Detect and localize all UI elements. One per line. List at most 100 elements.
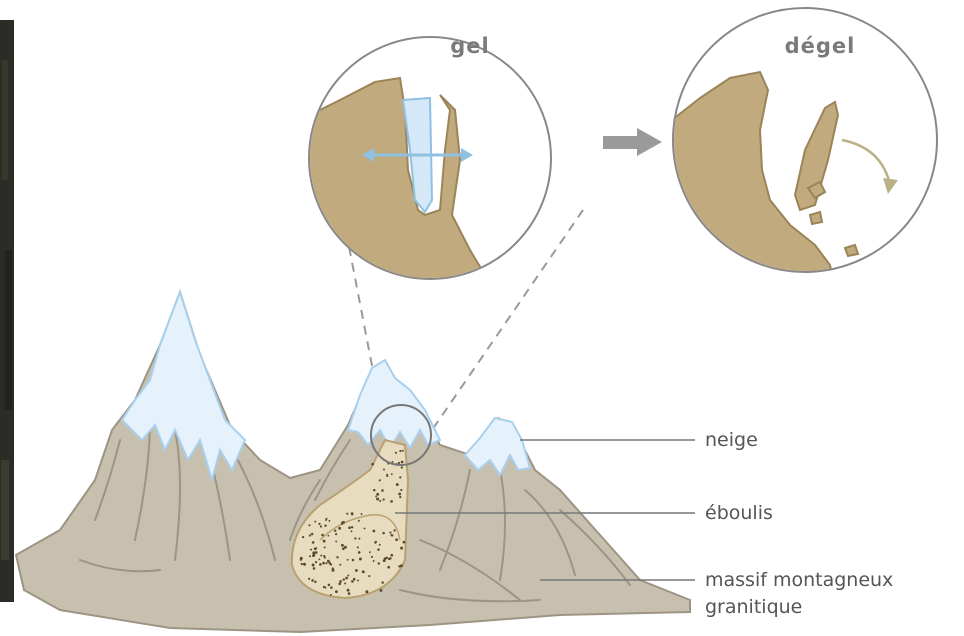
scree-dot xyxy=(308,578,310,580)
left-photo-strip xyxy=(0,20,14,602)
freeze-title: gel xyxy=(450,34,489,58)
scree-dot xyxy=(347,575,349,577)
scree-dot xyxy=(380,589,383,592)
scree-dot xyxy=(377,548,380,551)
scree-dot xyxy=(320,525,322,527)
scree-dot xyxy=(309,534,311,536)
scree-dot xyxy=(315,551,318,554)
scree-dot xyxy=(358,538,360,540)
scree-dot xyxy=(390,500,393,503)
scree-dot xyxy=(371,556,373,558)
scree-dot xyxy=(347,589,350,592)
scree-dot xyxy=(354,537,356,539)
scree-dot xyxy=(386,475,388,477)
scree-dot xyxy=(375,541,377,543)
scree-dot xyxy=(348,592,351,595)
scree-dot xyxy=(339,580,342,583)
scree-dot xyxy=(314,547,317,550)
scree-dot xyxy=(346,513,348,515)
freeze-panel: gel xyxy=(300,34,551,300)
scree-dot xyxy=(355,569,358,572)
scree-dot xyxy=(358,520,360,522)
scree-dot xyxy=(373,489,376,492)
scree-dot xyxy=(343,578,345,580)
scree-dot xyxy=(381,581,383,583)
scree-dot xyxy=(325,519,327,521)
scree-dot xyxy=(400,564,403,567)
scree-dot xyxy=(375,495,377,497)
scree-dot xyxy=(335,540,337,542)
scree-dot xyxy=(393,529,395,531)
scree-dot xyxy=(391,473,393,475)
label-massif-line1: massif montagneux xyxy=(705,569,893,591)
scree-dot xyxy=(382,532,385,535)
scree-dot xyxy=(300,557,303,560)
scree-dot xyxy=(400,489,402,491)
scree-dot xyxy=(399,476,401,478)
scree-dot xyxy=(330,594,332,596)
scree-dot xyxy=(344,583,346,585)
scree-dot xyxy=(311,533,314,536)
label-snow: neige xyxy=(705,429,758,451)
scree-dot xyxy=(401,461,404,464)
scree-dot xyxy=(321,534,324,537)
scree-dot xyxy=(351,526,353,528)
scree-dot xyxy=(335,533,337,535)
scree-dot xyxy=(323,540,326,543)
scree-dot xyxy=(312,551,315,554)
scree-dot xyxy=(324,524,326,526)
scree-dot xyxy=(341,521,344,524)
scree-dot xyxy=(341,544,344,547)
scree-dot xyxy=(323,586,325,588)
scree-dot xyxy=(383,469,385,471)
scree-dot xyxy=(388,558,390,560)
scree-dot xyxy=(376,498,379,501)
scree-dot xyxy=(357,580,359,582)
scree-dot xyxy=(395,538,398,541)
scree-dot xyxy=(379,544,381,546)
scree-dot xyxy=(309,555,311,557)
scree-dot xyxy=(344,546,347,549)
mountain-massif xyxy=(16,292,690,632)
scree-dot xyxy=(347,559,349,561)
scree-dot xyxy=(368,575,370,577)
scree-dot xyxy=(395,452,397,454)
scree-dot xyxy=(314,521,316,523)
scree-dot xyxy=(362,570,365,573)
scree-dot xyxy=(381,489,384,492)
scree-dot xyxy=(373,560,375,562)
scree-dot xyxy=(319,563,322,566)
scree-dot xyxy=(402,450,404,452)
scree-dot xyxy=(383,559,386,562)
scree-dot xyxy=(403,541,406,544)
scree-dot xyxy=(339,564,341,566)
scree-dot xyxy=(318,523,320,525)
scree-dot xyxy=(308,524,310,526)
scree-dot xyxy=(324,546,326,548)
scree-dot xyxy=(303,563,306,566)
scree-dot xyxy=(400,547,403,550)
scree-dot xyxy=(371,463,374,466)
scree-dot xyxy=(352,559,355,562)
scree-dot xyxy=(302,536,304,538)
scree-dot xyxy=(320,555,322,557)
scree-dot xyxy=(318,558,320,560)
scree-dot xyxy=(383,498,385,500)
scree-dot xyxy=(328,584,331,587)
scree-dot xyxy=(313,567,316,570)
scree-dot xyxy=(351,530,353,532)
scree-dot xyxy=(312,541,315,544)
scree-dot xyxy=(365,590,368,593)
scree-dot xyxy=(315,561,317,563)
scree-dot xyxy=(379,500,381,502)
label-scree: éboulis xyxy=(705,502,773,524)
scree-dot xyxy=(361,513,363,515)
scree-dot xyxy=(310,549,312,551)
scree-dot xyxy=(387,566,390,569)
scree-dot xyxy=(348,526,351,529)
scree-dot xyxy=(336,556,338,558)
scree-dot xyxy=(351,580,354,583)
scree-dot xyxy=(325,562,327,564)
scree-dot xyxy=(332,569,335,572)
